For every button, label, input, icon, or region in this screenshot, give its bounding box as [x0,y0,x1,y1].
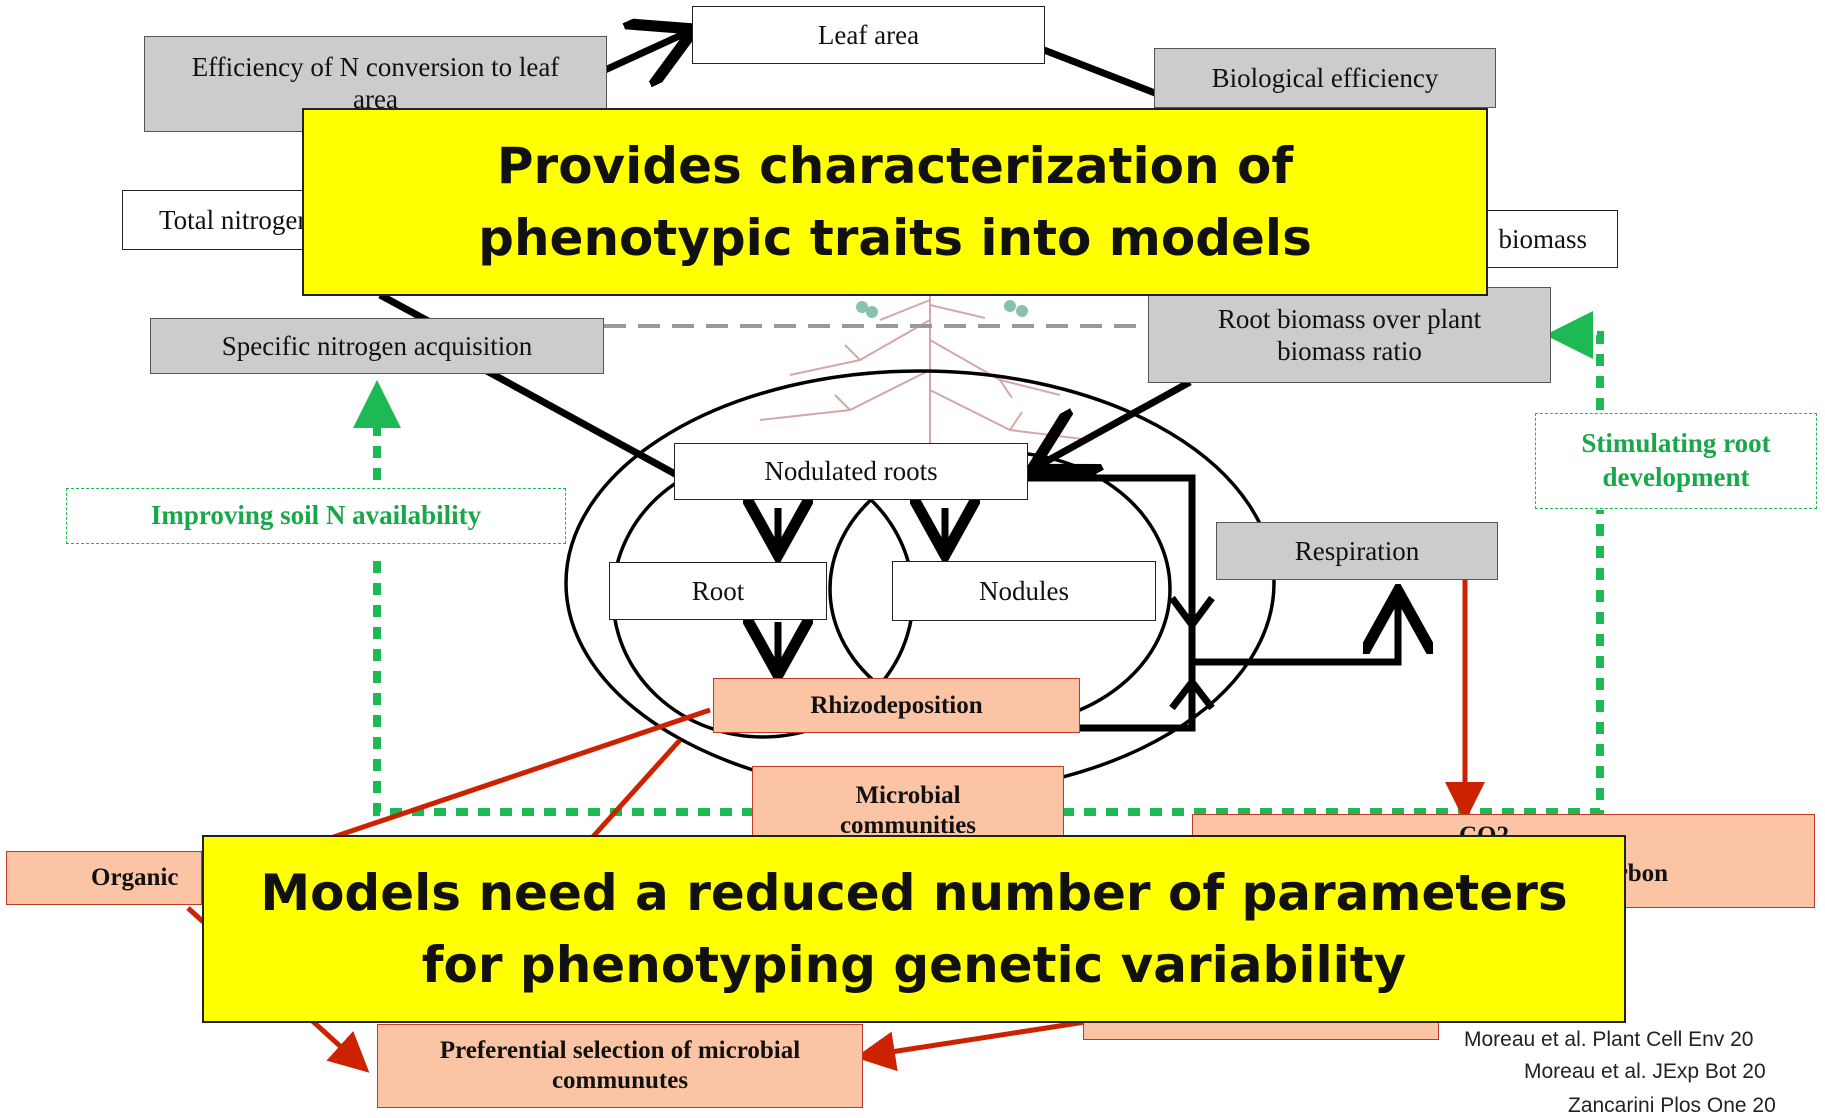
node-nodulated-roots: Nodulated roots [674,443,1028,500]
label-stimulating-root: Stimulating root development [1535,413,1817,509]
node-biological-efficiency: Biological efficiency [1154,48,1496,108]
node-organic: Organic [6,851,202,905]
red-rhizo-to-microbial [588,738,682,842]
link-chevron-down [1169,595,1215,631]
link-chevron-up [1169,676,1215,711]
link-total-n-spec-n [378,291,432,326]
red-acid-to-preferential [855,1019,1086,1072]
reference-2: Moreau et al. JExp Bot 20 [1524,1060,1766,1083]
green-arrow-to-root-ratio [1545,311,1604,410]
leaf-sketch [856,300,1028,318]
arrow-to-respiration [1192,598,1398,666]
node-leaf-area: Leaf area [692,6,1045,64]
reference-3: Zancarini Plos One 20 [1568,1094,1776,1117]
label-improving-soil-n: Improving soil N availability [66,488,566,544]
node-microbial-communities: Microbial communities [752,766,1064,840]
node-root-biomass-ratio: Root biomass over plant biomass ratio [1148,287,1551,383]
node-respiration: Respiration [1216,522,1498,580]
link-spec-n-nodroots [483,366,679,479]
node-nodules: Nodules [892,561,1156,621]
node-rhizodeposition: Rhizodeposition [713,678,1080,733]
arrow-to-leaf-area [603,32,688,70]
node-root: Root [609,562,827,620]
node-total-nitrogen: Total nitrogen [122,190,326,250]
node-preferential-selection: Preferential selection of microbial comm… [377,1024,863,1108]
red-rhizo-to-organic [294,707,711,853]
arrow-to-nodulated-roots [1038,378,1192,466]
link-leaf-bioeff [1042,46,1162,99]
node-specific-n-acquisition: Specific nitrogen acquisition [150,318,604,374]
plant-sketch [759,290,1091,470]
green-bottom-right-path [1040,510,1604,816]
callout-bottom: Models need a reduced number of paramete… [202,835,1626,1023]
callout-top: Provides characterization of phenotypic … [302,108,1488,296]
reference-1: Moreau et al. Plant Cell Env 20 [1464,1028,1754,1051]
link-nodroots-rhizo [1028,474,1196,732]
